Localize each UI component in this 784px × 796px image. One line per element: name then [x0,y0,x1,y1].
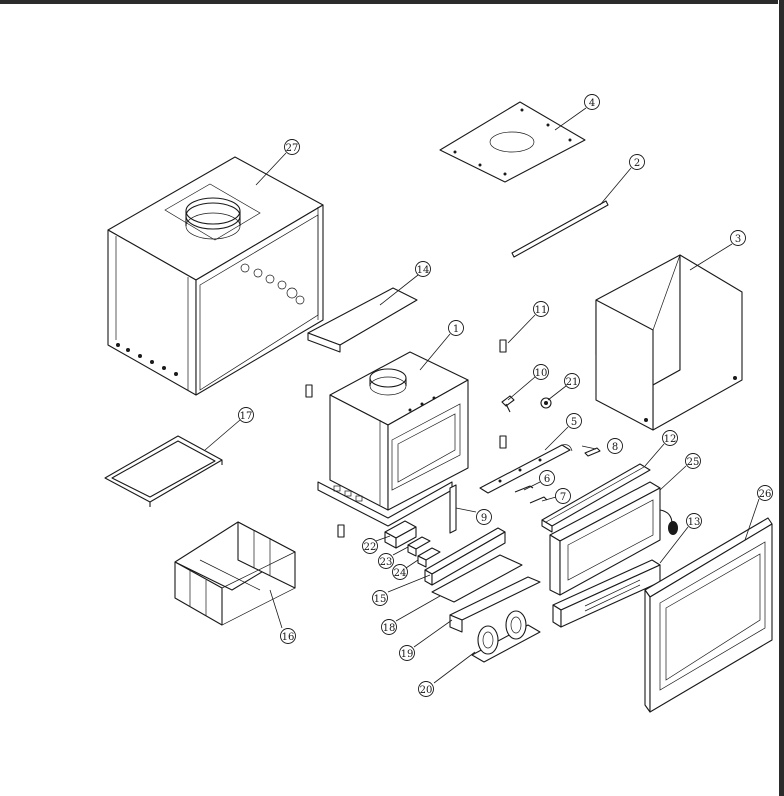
part-outer-casing [107,156,324,396]
callout-16: 16 [280,628,296,644]
svg-text:15: 15 [374,594,387,605]
callout-6: 6 [539,470,555,486]
callout-4: 4 [584,94,600,110]
part-block-24 [417,547,441,568]
part-firebox [317,351,469,527]
part-tray-15 [424,527,506,586]
callout-14: 14 [415,261,431,277]
svg-text:3: 3 [735,234,741,245]
part-grille [552,559,661,628]
callout-27: 27 [284,139,300,155]
svg-text:7: 7 [560,492,566,503]
callout-26: 26 [757,485,773,501]
svg-text:11: 11 [535,305,548,316]
part-door-frame [549,481,678,596]
callout-1: 1 [448,320,464,336]
svg-text:8: 8 [612,442,618,453]
callout-9: 9 [476,509,492,525]
svg-text:20: 20 [420,685,433,696]
callout-8: 8 [607,438,623,454]
svg-text:27: 27 [286,143,299,154]
svg-text:25: 25 [687,457,700,468]
callout-2: 2 [629,154,645,170]
callout-25: 25 [685,453,701,469]
part-shelf-19 [449,576,541,633]
svg-text:22: 22 [364,542,377,553]
part-top-baffle [307,287,418,353]
part-small-brackets [305,339,507,538]
part-block-23 [407,536,431,557]
callout-22: 22 [362,538,378,554]
part-blower-20 [471,610,541,663]
svg-text:9: 9 [481,513,487,524]
part-brick-liner [174,521,296,626]
svg-text:19: 19 [401,649,414,660]
part-upright-9 [449,484,457,534]
part-bottom-frame [104,435,223,507]
callout-20: 20 [418,681,434,697]
svg-text:12: 12 [664,434,677,445]
svg-text:26: 26 [759,489,772,500]
svg-text:5: 5 [571,417,577,428]
svg-text:14: 14 [417,265,430,276]
part-plate-18 [431,554,523,603]
part-sensor-7 [529,496,548,504]
callout-18: 18 [381,619,397,635]
part-side-panel [595,254,743,431]
callout-12: 12 [662,430,678,446]
part-top-plate [439,101,586,183]
leader-lines [204,107,760,684]
callout-3: 3 [730,230,746,246]
callout-19: 19 [399,645,415,661]
callout-21: 21 [564,373,580,389]
callout-15: 15 [372,590,388,606]
part-rail-5 [479,444,573,494]
callout-23: 23 [378,553,394,569]
part-strip [511,200,609,258]
callout-10: 10 [533,364,549,380]
callout-17: 17 [238,407,254,423]
callout-7: 7 [555,488,571,504]
svg-text:4: 4 [589,98,595,109]
part-knob-21 [540,397,552,409]
svg-text:6: 6 [544,474,550,485]
part-clip-10 [501,395,515,413]
svg-text:1: 1 [453,324,459,335]
part-channel-12 [541,463,651,533]
callout-5: 5 [566,413,582,429]
part-front-door [644,517,773,713]
svg-text:21: 21 [566,377,579,388]
callouts: 27 4 2 3 14 1 11 10 21 5 8 6 7 12 25 13 … [238,94,773,697]
part-switch-8 [584,447,601,457]
svg-text:10: 10 [535,368,548,379]
svg-text:16: 16 [282,632,295,643]
svg-text:17: 17 [240,411,253,422]
svg-text:18: 18 [383,623,396,634]
callout-11: 11 [533,301,549,317]
callout-13: 13 [686,513,702,529]
window-right-edge [778,0,784,796]
svg-text:24: 24 [394,568,407,579]
part-block-22 [384,520,417,549]
svg-text:13: 13 [688,517,701,528]
svg-text:2: 2 [634,158,640,169]
window-top-edge [0,0,784,4]
svg-text:23: 23 [380,557,393,568]
callout-24: 24 [392,564,408,580]
